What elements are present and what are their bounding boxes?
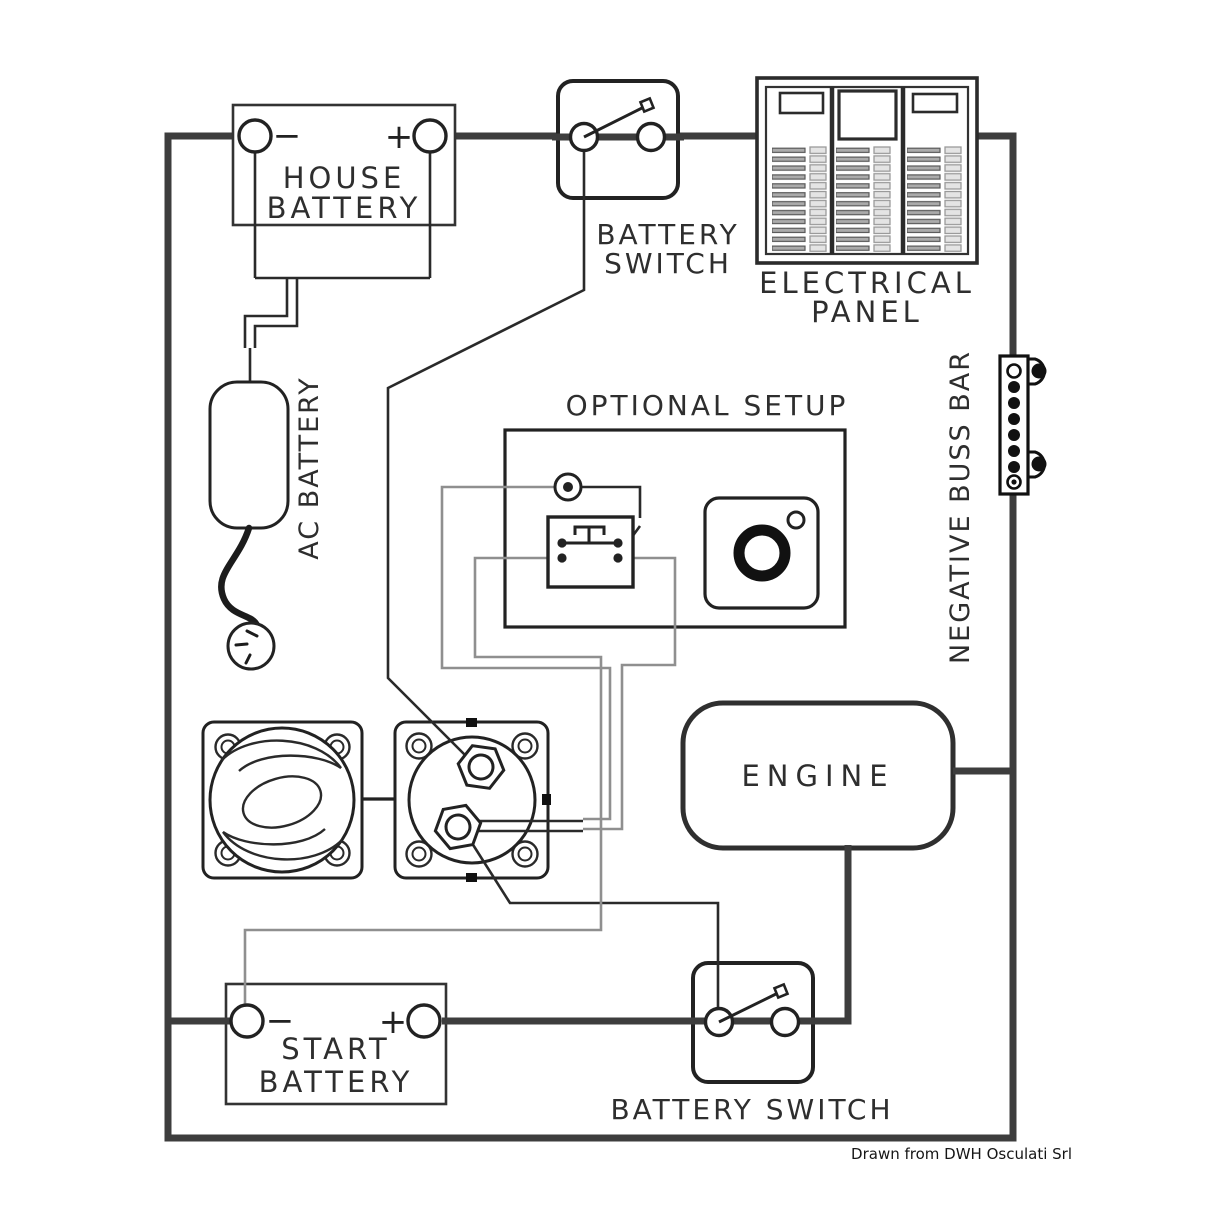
house-battery-label-line1: HOUSE xyxy=(283,161,406,195)
panel-meter xyxy=(837,89,898,141)
stud-post xyxy=(444,813,472,841)
buss-bar-lug-dot xyxy=(1031,456,1047,472)
battery-switch-bottom: BATTERY SWITCH xyxy=(610,982,893,1126)
stud-pointer-wires xyxy=(470,819,583,833)
ac-charger-body xyxy=(208,380,290,530)
gray-wire-b xyxy=(243,556,603,1006)
knob-grip-wing xyxy=(221,739,342,772)
panel-meter xyxy=(911,92,959,114)
relay-contact-dot xyxy=(557,538,567,548)
wire-rear-stud-to-bottom-switch xyxy=(468,839,720,1008)
buss-bar-screw xyxy=(1008,413,1020,425)
switch-terminal xyxy=(769,1006,801,1038)
house-battery-label-line2: BATTERY xyxy=(267,191,422,225)
optional-setup-internals xyxy=(546,472,820,610)
engine-label: ENGINE xyxy=(741,759,894,793)
engine-box xyxy=(680,700,956,851)
battery-switch-top-label-line2: SWITCH xyxy=(604,247,732,280)
electrical-panel: ELECTRICAL PANEL xyxy=(755,76,979,329)
start-battery-box xyxy=(224,982,448,1106)
case-tab xyxy=(466,873,477,882)
breaker-rows xyxy=(836,146,897,252)
breaker-rows xyxy=(772,146,827,252)
battery-switch-top-label-line1: BATTERY xyxy=(596,218,739,251)
start-battery-negative-sign: − xyxy=(266,1001,295,1041)
credit-text: Drawn from DWH Osculati Srl xyxy=(851,1145,1072,1163)
relay-contact-dot xyxy=(613,538,623,548)
case-tab xyxy=(466,718,477,727)
wire-top-switch-to-rear-stud xyxy=(386,152,586,756)
remote-switch-ring xyxy=(733,524,791,582)
buss-bar-screw xyxy=(1008,381,1020,393)
battery-switch-front-view xyxy=(201,720,364,880)
buss-bar-screw xyxy=(1008,445,1020,457)
ac-cord xyxy=(218,524,262,640)
ac-battery-label: AC BATTERY xyxy=(294,376,325,559)
switch-lever xyxy=(583,105,645,139)
start-battery-positive-terminal xyxy=(406,1003,442,1039)
start-battery-positive-sign: + xyxy=(379,1002,408,1042)
battery-switch-top: BATTERY SWITCH xyxy=(552,79,739,280)
gray-wire-a xyxy=(440,485,612,821)
house-battery-positive-sign: + xyxy=(385,117,414,157)
switch-lever xyxy=(718,991,779,1024)
breaker-rows xyxy=(907,146,963,252)
start-battery: − + START BATTERY xyxy=(229,1001,442,1099)
knob-grip-wing xyxy=(222,828,343,861)
engine-to-switch-wire xyxy=(693,845,852,1025)
buss-bar-screw xyxy=(1008,429,1020,441)
knob-grip xyxy=(241,775,323,829)
switch-lever-tip xyxy=(772,982,790,1000)
buss-bar-screw xyxy=(1008,397,1020,409)
battery-switch-bottom-label: BATTERY SWITCH xyxy=(610,1093,893,1126)
electrical-panel-label-line1: ELECTRICAL xyxy=(759,266,975,300)
switch-lever-tip xyxy=(638,96,656,114)
ac-charger-cable xyxy=(243,279,299,382)
case-tab xyxy=(542,794,551,805)
ac-plug xyxy=(226,621,276,671)
start-battery-negative-terminal xyxy=(229,1003,265,1039)
buss-bar-screw xyxy=(1006,363,1022,379)
engine: ENGINE xyxy=(680,700,956,851)
rotary-knob xyxy=(208,726,356,874)
house-battery-positive-terminal xyxy=(412,118,448,154)
rear-switch-studs xyxy=(433,744,506,851)
ac-plug-pins xyxy=(234,629,259,665)
optional-setup-label: OPTIONAL SETUP xyxy=(566,389,849,422)
switch-terminal xyxy=(635,121,667,153)
relay-terminal-dot xyxy=(563,482,573,492)
house-battery: − + HOUSE BATTERY xyxy=(231,103,457,382)
negative-buss-bar-label: NEGATIVE BUSS BAR xyxy=(945,350,976,664)
main-power-loop-wire xyxy=(164,132,1017,1142)
relay-contact-dot xyxy=(613,553,623,563)
stud-post xyxy=(467,753,495,781)
buss-bar-screw xyxy=(1008,461,1020,473)
house-battery-internal-wires xyxy=(253,152,432,280)
house-battery-negative-sign: − xyxy=(273,116,302,156)
buss-bar-screw-dot xyxy=(1011,479,1017,485)
house-battery-negative-terminal xyxy=(237,118,273,154)
relay-armature xyxy=(573,525,606,543)
ac-battery-charger: AC BATTERY xyxy=(208,376,325,671)
panel-meter xyxy=(778,91,825,115)
start-battery-label-line2: BATTERY xyxy=(259,1065,414,1099)
negative-buss-bar: NEGATIVE BUSS BAR xyxy=(945,350,1047,664)
gray-wire-c xyxy=(583,556,677,831)
relay-contact-dot xyxy=(557,553,567,563)
electrical-panel-label-line2: PANEL xyxy=(811,295,923,329)
remote-switch-led xyxy=(786,510,806,530)
start-battery-label-line1: START xyxy=(281,1032,390,1066)
buss-bar-lug-dot xyxy=(1031,363,1047,379)
